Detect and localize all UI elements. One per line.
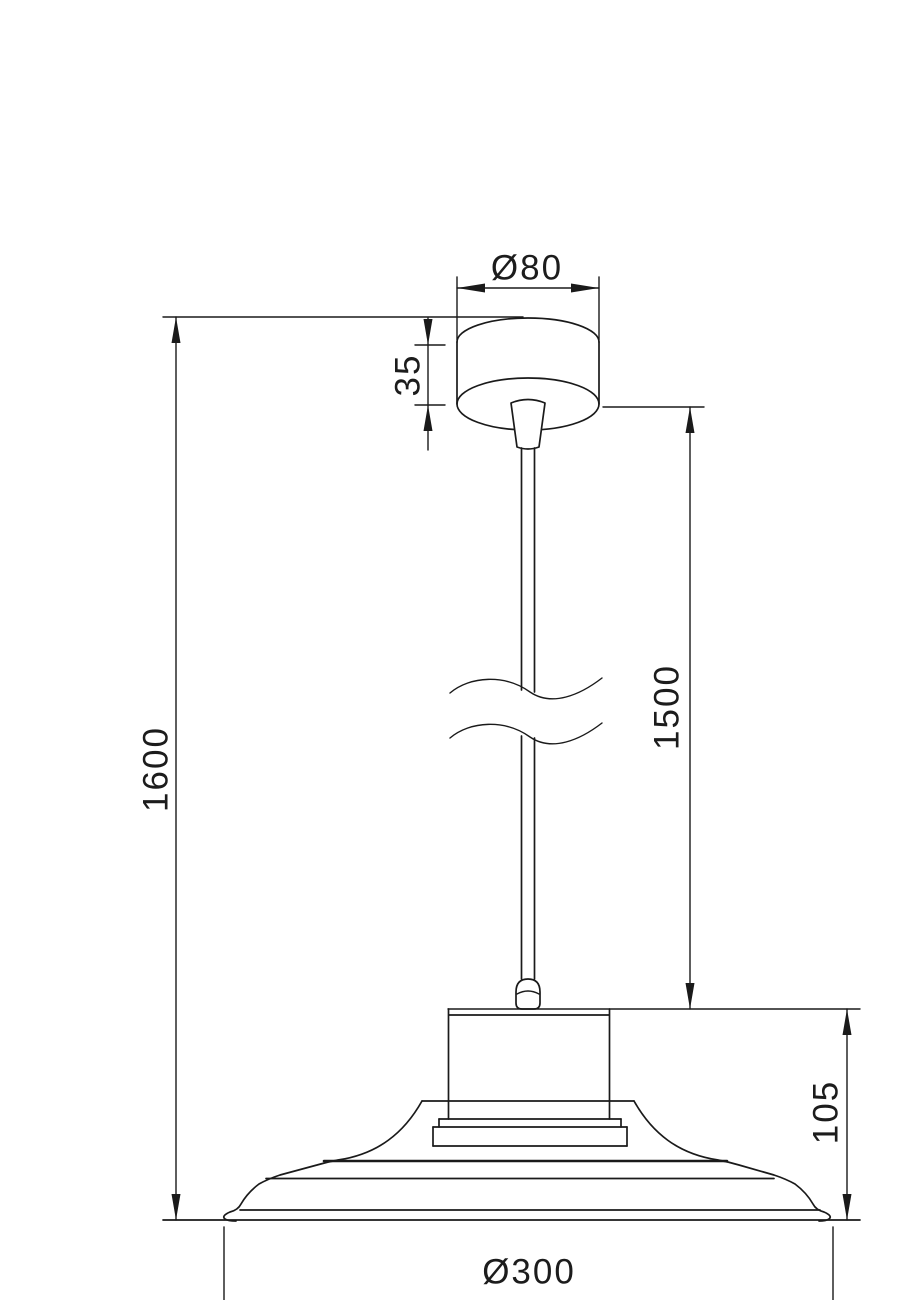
arrowhead-105-top <box>842 1009 852 1035</box>
cord-grip <box>510 398 546 450</box>
arrowhead-1600-bottom <box>171 1194 181 1220</box>
dim-label-canopy-height: 35 <box>388 353 428 397</box>
dim-label-overall-height: 1600 <box>136 726 176 812</box>
arrowhead-d80-left <box>457 283 485 293</box>
arrowhead-1500-bottom <box>685 983 695 1009</box>
arrowhead-1600-top <box>171 317 181 343</box>
rod-end-ball-seam <box>516 990 540 995</box>
arrowhead-35-top <box>423 319 433 345</box>
arrowhead-d80-right <box>571 283 599 293</box>
canopy-top-rim <box>456 317 600 343</box>
break-wave-top <box>449 677 603 700</box>
arrowhead-105-bottom <box>842 1194 852 1220</box>
arrowhead-35-bottom <box>423 405 433 431</box>
arrowhead-1500-top <box>685 407 695 433</box>
rod-end-ball <box>515 978 541 1010</box>
dim-label-canopy-diameter: Ø80 <box>490 248 564 288</box>
break-wave-bottom <box>449 722 603 745</box>
dim-label-shade-height: 105 <box>806 1079 846 1145</box>
dim-label-shade-diameter: Ø300 <box>482 1252 576 1292</box>
dim-label-suspension-length: 1500 <box>647 664 687 750</box>
